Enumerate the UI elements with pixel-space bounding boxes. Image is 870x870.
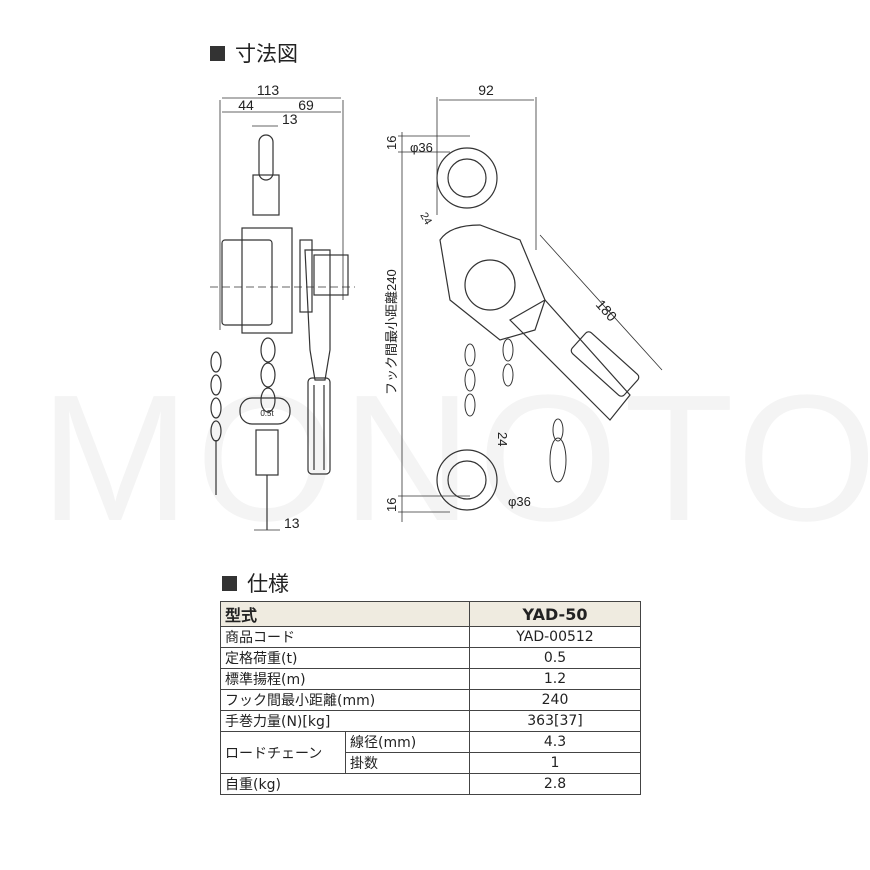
dim-phi36-bottom: φ36	[508, 494, 531, 509]
row-value: 363[37]	[469, 710, 641, 732]
dim-phi36-top: φ36	[410, 140, 433, 155]
row-label: 自重(kg)	[220, 773, 470, 795]
row-label: 標準揚程(m)	[220, 668, 470, 690]
header-label: 型式	[220, 601, 470, 627]
dim-180: 180	[593, 296, 621, 324]
row-label: フック間最小距離(mm)	[220, 689, 470, 711]
dimension-drawing: 113 44 69 13 0.5t 13 92 16	[210, 82, 663, 531]
dim-69: 69	[298, 97, 314, 113]
row-label: 商品コード	[220, 626, 470, 648]
spec-title: 仕様	[247, 572, 289, 596]
row-label: 手巻力量(N)[kg]	[220, 710, 470, 732]
row-sublabel: 掛数	[345, 752, 470, 774]
dim-min-hook-distance: フック間最小距離240	[384, 269, 399, 395]
table-row: 標準揚程(m)1.2	[220, 668, 641, 690]
capacity-plate: 0.5t	[260, 409, 274, 418]
table-row: フック間最小距離(mm)240	[220, 689, 641, 711]
table-header-row: 型式 YAD-50	[220, 601, 641, 627]
row-value: 2.8	[469, 773, 641, 795]
dim-44: 44	[238, 97, 254, 113]
dim-16-top: 16	[384, 136, 399, 150]
dim-24-bottom: 24	[495, 432, 510, 446]
table-row: 掛数 1	[221, 752, 641, 774]
row-label: 定格荷重(t)	[220, 647, 470, 669]
chain-label: ロードチェーン	[220, 731, 346, 774]
dim-92: 92	[478, 82, 494, 98]
table-row: 定格荷重(t)0.5	[220, 647, 641, 669]
watermark: MONOTOOL	[40, 358, 870, 559]
dim-113: 113	[257, 82, 280, 98]
dimensions-title: 寸法図	[235, 42, 298, 66]
header-model: YAD-50	[469, 601, 641, 627]
spec-heading: 仕様	[222, 568, 289, 598]
heading-square-icon	[210, 45, 225, 61]
row-value: 1	[469, 752, 641, 774]
row-value: YAD-00512	[469, 626, 641, 648]
row-value: 0.5	[469, 647, 641, 669]
table-row: 手巻力量(N)[kg]363[37]	[220, 710, 641, 732]
table-row: ロードチェーン 線径(mm) 4.3	[220, 731, 641, 774]
table-row: 自重(kg)2.8	[220, 773, 641, 795]
dim-24-top: 24	[417, 211, 434, 228]
dim-13-bottom: 13	[284, 515, 300, 531]
heading-square-icon	[222, 575, 237, 591]
row-sublabel: 線径(mm)	[345, 731, 470, 753]
row-value: 240	[469, 689, 641, 711]
dim-16-bottom: 16	[384, 498, 399, 512]
dim-13-top: 13	[282, 111, 298, 127]
dimensions-heading: 寸法図	[210, 38, 298, 68]
row-value: 1.2	[469, 668, 641, 690]
row-value: 4.3	[469, 731, 641, 753]
